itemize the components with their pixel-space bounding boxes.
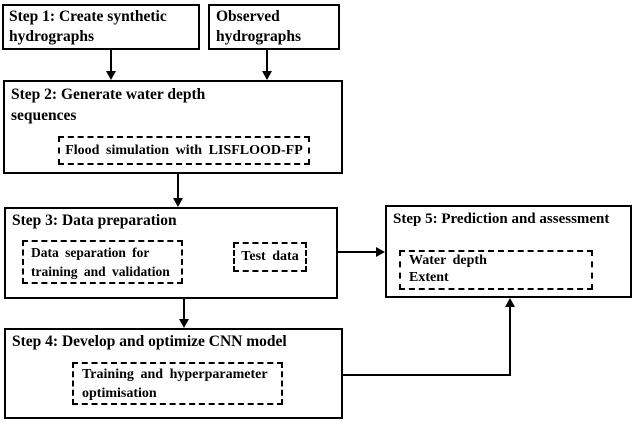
test-data-label: Test data [241,249,299,264]
arrow-step3-to-step5-arrowhead [376,247,385,257]
step4-title: Step 4: Develop and optimize CNN model [12,333,287,350]
arrow-step1-to-step2-arrowhead [106,71,116,80]
step1-box [2,4,200,50]
arrow-step3-to-step5 [338,250,377,254]
arrow-step3-to-step4-arrowhead [179,319,189,328]
step5-outputs-box [399,250,593,290]
step5-output-extent: Extent [409,270,449,285]
observed-title-line1: Observed [216,8,280,25]
training-label-line1: Training and hyperparameter [82,367,268,382]
arrow-observed-to-step2-arrowhead [262,71,272,80]
flood-simulation-label: Flood simulation with LISFLOOD-FP [65,142,303,158]
arrow-step4-to-step5-arrowhead [505,298,515,307]
arrow-step1-to-step2 [109,49,113,72]
step5-title: Step 5: Prediction and assessment [393,211,610,227]
step1-title-line2: hydrographs [9,28,94,45]
step2-title-line2: sequences [11,107,77,124]
training-label-line2: optimisation [82,386,157,401]
flood-simulation-box: Flood simulation with LISFLOOD-FP [58,136,310,165]
test-data-box: Test data [233,242,307,272]
step2-title-line1: Step 2: Generate water depth [11,86,206,103]
connector-step4-to-step5-vertical [508,306,512,376]
step1-title-line1: Step 1: Create synthetic [9,8,167,25]
arrow-step3-to-step4 [182,299,186,320]
connector-step4-to-step5-horizontal [343,373,510,377]
observed-hydrographs-box [208,4,340,50]
data-separation-label-line1: Data separation for [31,245,150,260]
step5-output-water-depth: Water depth [409,253,487,268]
data-separation-box [22,240,183,284]
data-separation-label-line2: training and validation [31,264,170,279]
arrow-step2-to-step3-arrowhead [173,198,183,207]
arrow-step2-to-step3 [176,174,180,199]
arrow-observed-to-step2 [265,49,269,72]
observed-title-line2: hydrographs [216,28,301,45]
step3-title: Step 3: Data preparation [12,212,177,229]
training-optimisation-box [72,362,283,405]
